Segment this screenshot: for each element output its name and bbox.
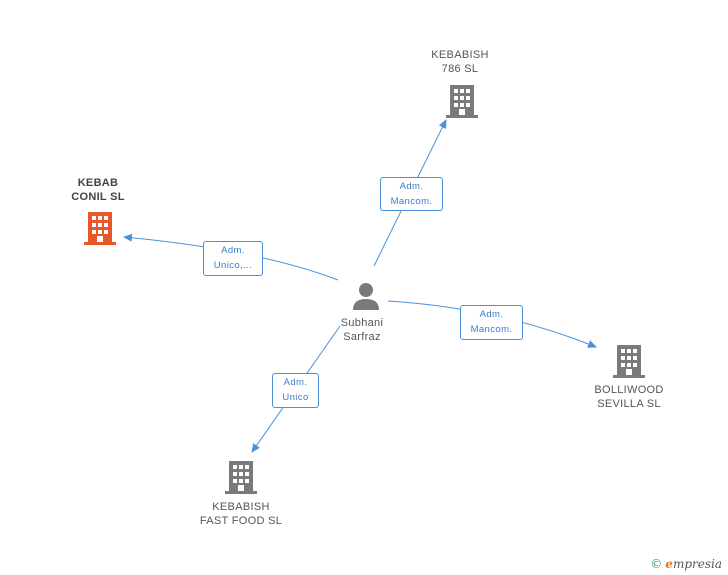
company-label-kebabish-786[interactable]: KEBABISH 786 SL [420, 48, 500, 76]
person-name-line2: Sarfraz [343, 331, 381, 343]
edge-label-kebab-conil[interactable]: Adm. Unico,... [203, 241, 263, 276]
company-name-line1: BOLLIWOOD [594, 384, 664, 396]
edge-role-line1: Adm. [283, 377, 308, 388]
edge-role-line1: Adm. [399, 181, 424, 192]
edge-role-line2: Mancom. [470, 324, 513, 335]
company-name-line1: KEBABISH [431, 49, 489, 61]
brand-logo: ©empresia [650, 557, 722, 571]
company-label-bolliwood-sevilla[interactable]: BOLLIWOOD SEVILLA SL [584, 383, 674, 411]
brand-name: mpresia [672, 557, 722, 571]
building-icon[interactable] [225, 460, 257, 494]
edge-label-bolliwood[interactable]: Adm. Mancom. [460, 305, 523, 340]
brand-initial: e [665, 557, 673, 571]
edge-label-fast-food[interactable]: Adm. Unico [272, 373, 319, 408]
building-icon[interactable] [613, 344, 645, 378]
company-label-kebab-conil[interactable]: KEBAB CONIL SL [58, 176, 138, 204]
company-name-line1: KEBABISH [212, 501, 270, 513]
person-label[interactable]: Subhani Sarfraz [322, 316, 402, 344]
edge-role-line2: Mancom. [390, 196, 433, 207]
company-label-kebabish-fast-food[interactable]: KEBABISH FAST FOOD SL [193, 500, 289, 528]
edge-role-line2: Unico,... [213, 260, 253, 271]
edge-label-kebabish-786[interactable]: Adm. Mancom. [380, 177, 443, 211]
person-name-line1: Subhani [340, 317, 384, 329]
edge-role-line2: Unico [282, 392, 309, 403]
person-icon[interactable] [351, 282, 381, 310]
building-icon[interactable] [84, 211, 116, 245]
edge-role-line1: Adm. [221, 245, 245, 256]
company-name-line2: CONIL SL [71, 191, 125, 203]
company-name-line2: FAST FOOD SL [199, 515, 283, 527]
building-icon[interactable] [446, 84, 478, 118]
company-name-line2: 786 SL [441, 63, 479, 75]
edge-role-line1: Adm. [479, 309, 504, 320]
company-name-line2: SEVILLA SL [597, 398, 661, 410]
copyright-icon: © [650, 557, 663, 571]
company-name-line1: KEBAB [77, 177, 119, 189]
